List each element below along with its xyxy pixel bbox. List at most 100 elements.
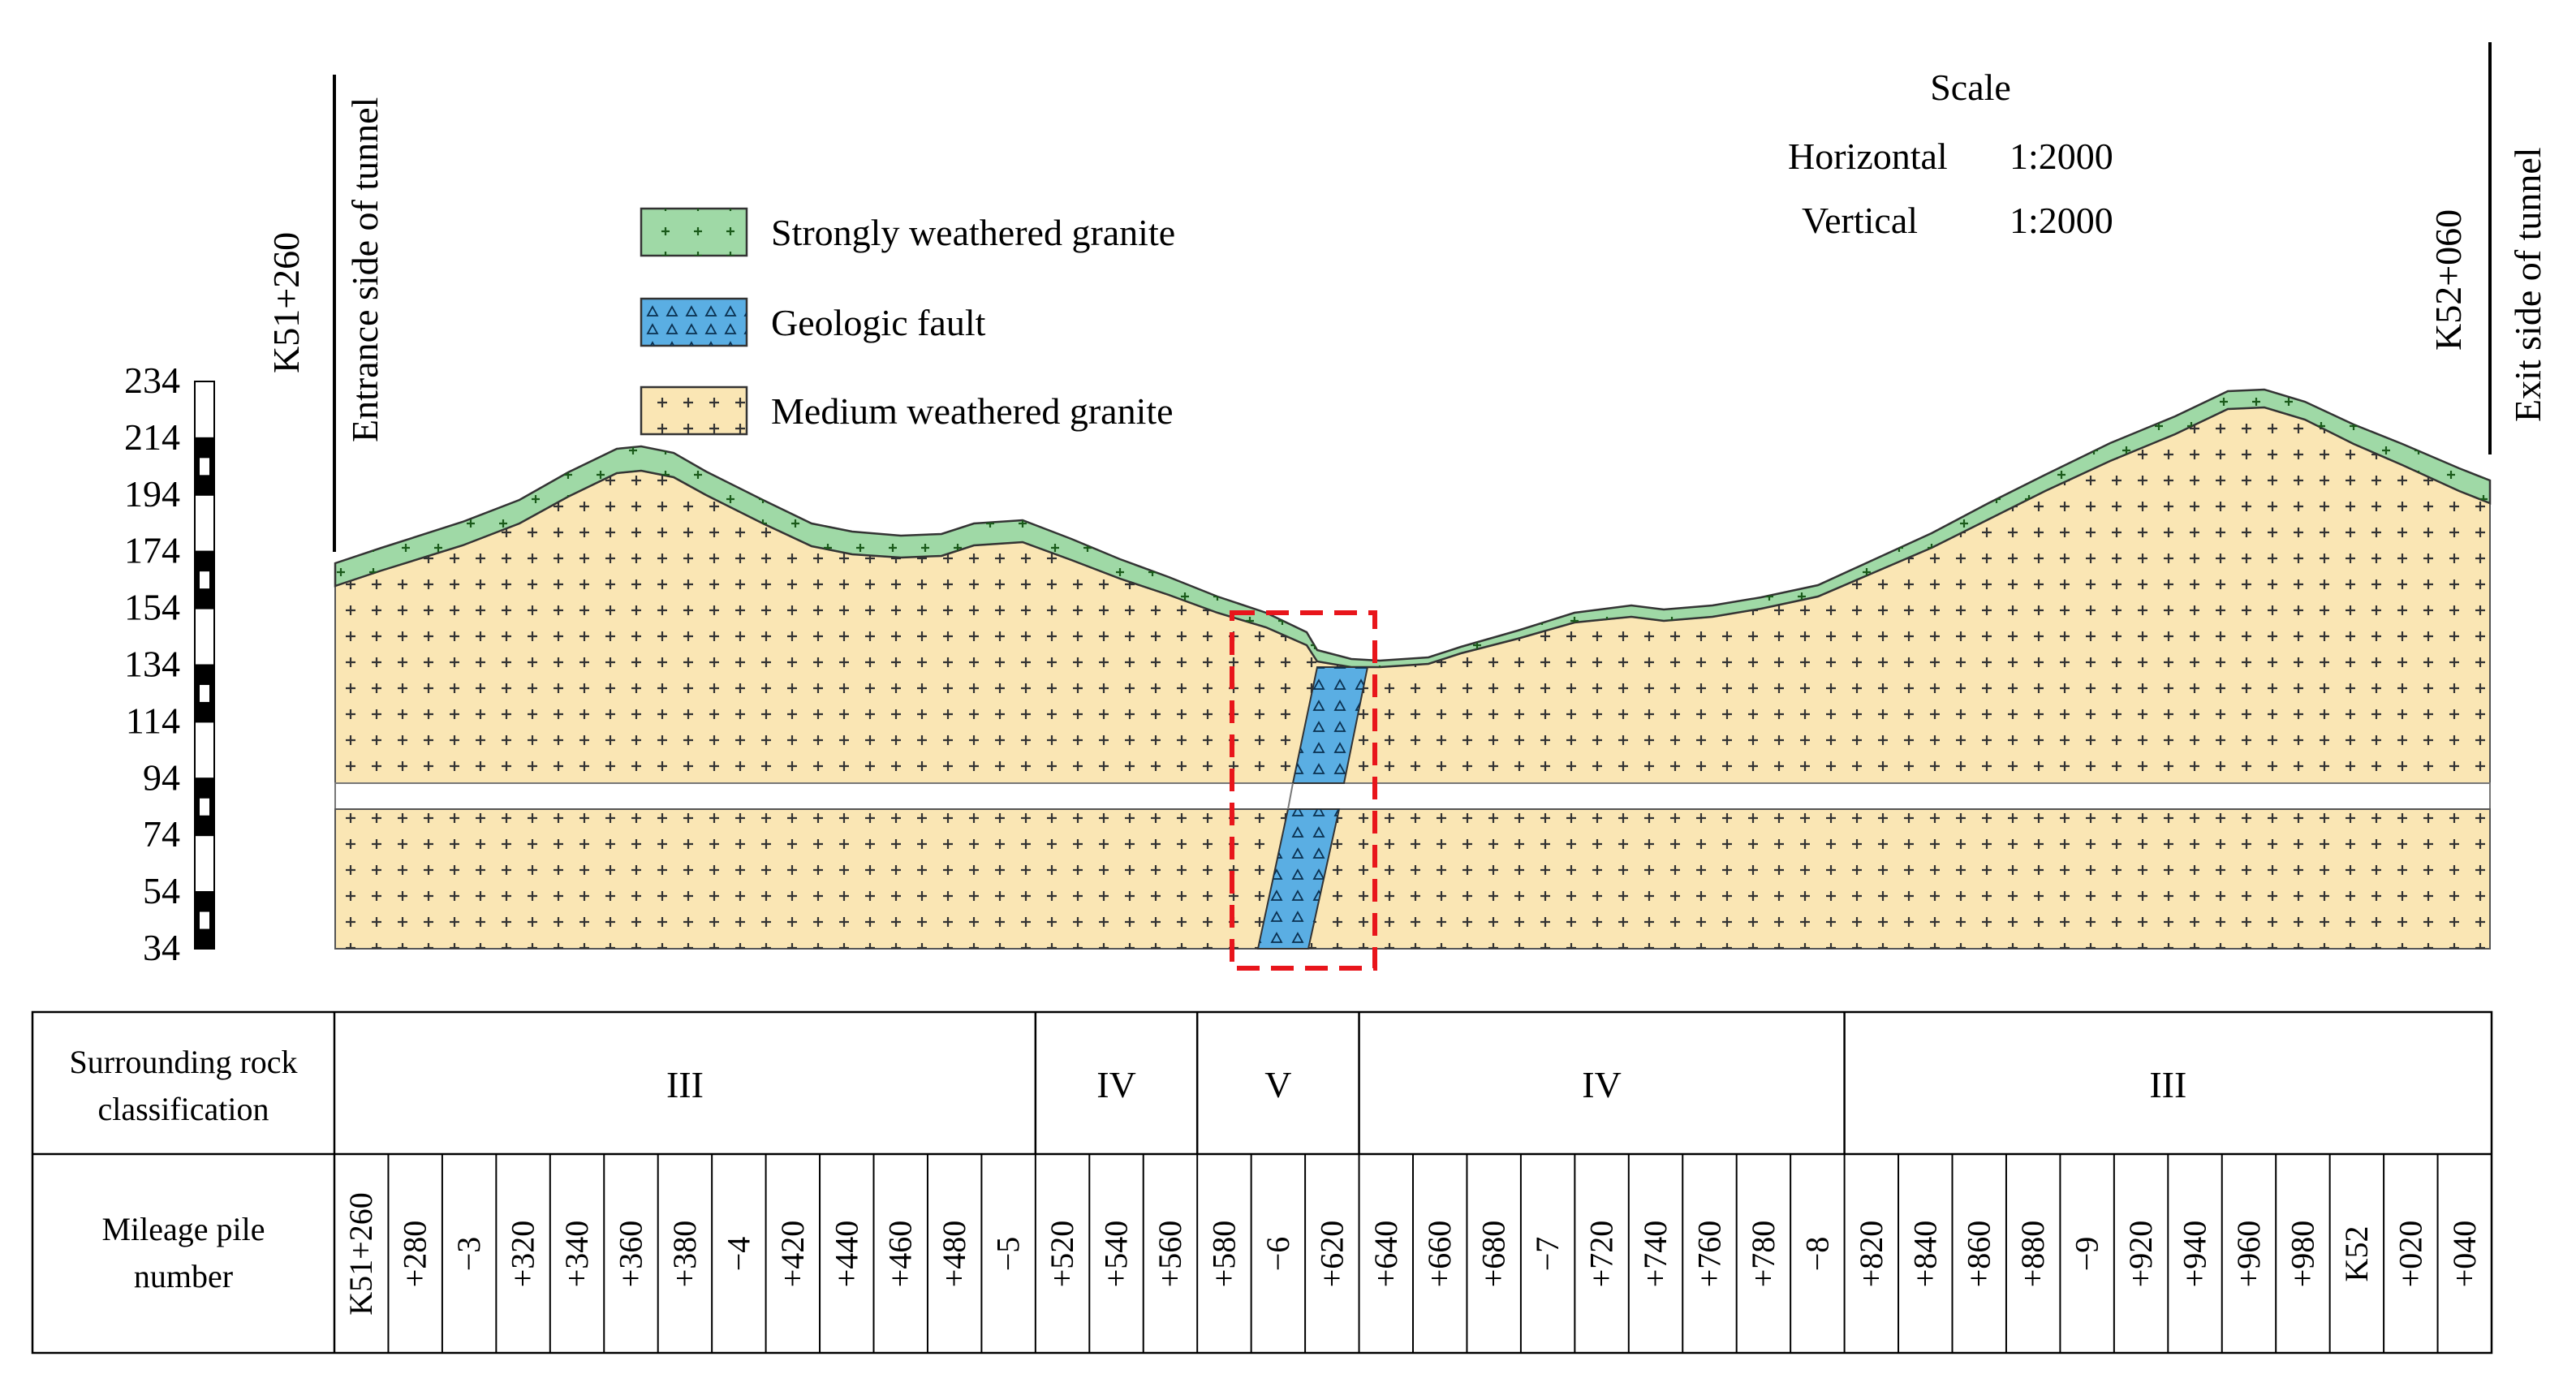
classification-label: IV bbox=[1096, 1064, 1136, 1105]
medium-weathered-granite-lower-pattern bbox=[335, 809, 2490, 949]
mileage-pile-label: +780 bbox=[1745, 1221, 1781, 1288]
mileage-pile-label: +980 bbox=[2284, 1221, 2320, 1288]
exit-marker: K52+060 Exit side of tunnel bbox=[2427, 42, 2548, 454]
mileage-pile-label: +520 bbox=[1044, 1221, 1080, 1288]
mileage-pile-label: +720 bbox=[1583, 1221, 1620, 1288]
mileage-pile-label: −3 bbox=[450, 1237, 487, 1272]
elevation-tick-label: 34 bbox=[143, 927, 180, 968]
classification-label: IV bbox=[1582, 1064, 1622, 1105]
scale-title: Scale bbox=[1930, 67, 2011, 108]
entrance-label: Entrance side of tunnel bbox=[344, 97, 386, 442]
mileage-pile-label: −4 bbox=[720, 1237, 756, 1272]
mileage-pile-label: +640 bbox=[1368, 1221, 1404, 1288]
mileage-pile-label: +740 bbox=[1637, 1221, 1674, 1288]
scale-horizontal-value: 1:2000 bbox=[2010, 136, 2113, 177]
mileage-pile-label: +040 bbox=[2446, 1221, 2483, 1288]
mileage-pile-label: +560 bbox=[1152, 1221, 1188, 1288]
exit-mileage: K52+060 bbox=[2427, 209, 2469, 351]
scale-bar-slot bbox=[200, 911, 209, 929]
mileage-pile-label: −9 bbox=[2069, 1237, 2105, 1272]
mileage-pile-label: K52 bbox=[2338, 1226, 2375, 1282]
elevation-tick-label: 194 bbox=[124, 473, 180, 515]
mileage-pile-label: +920 bbox=[2122, 1221, 2159, 1288]
mileage-pile-label: +540 bbox=[1098, 1221, 1135, 1288]
scale-vertical-label: Vertical bbox=[1802, 200, 1918, 241]
scale-bar-slot bbox=[200, 684, 209, 702]
mileage-pile-label: +880 bbox=[2014, 1221, 2051, 1288]
legend-swatch-medium-weathered-pattern bbox=[641, 387, 747, 434]
mileage-pile-cells: K51+260 +280 −3 +320 +340 +360 +380 −4 +420 +440 +… bbox=[342, 1154, 2483, 1353]
legend-swatch-geologic-fault-pattern bbox=[641, 299, 747, 346]
mileage-pile-label: +840 bbox=[1906, 1221, 1943, 1288]
legend-label-medium-weathered: Medium weathered granite bbox=[771, 390, 1174, 432]
scale-bar-segment bbox=[194, 834, 215, 894]
legend-item-strongly-weathered: Strongly weathered granite bbox=[640, 207, 1175, 257]
scale-bar-slot bbox=[200, 458, 209, 476]
mileage-pile-label: +320 bbox=[505, 1221, 541, 1288]
mileage-pile-label: −8 bbox=[1798, 1237, 1835, 1272]
scale-bar-slot bbox=[200, 798, 209, 816]
mileage-pile-label: +380 bbox=[666, 1221, 703, 1288]
mileage-pile-label: −6 bbox=[1260, 1237, 1296, 1272]
elevation-scale-bar bbox=[194, 381, 215, 950]
mileage-pile-label: +820 bbox=[1853, 1221, 1889, 1288]
scale-info: Scale Horizontal 1:2000 Vertical 1:2000 bbox=[1788, 67, 2113, 241]
scale-vertical-value: 1:2000 bbox=[2010, 200, 2113, 241]
elevation-tick-label: 94 bbox=[143, 756, 180, 798]
classification-cells: III IV V IV III bbox=[666, 1012, 2186, 1154]
elevation-tick-labels: 234 214 194 174 154 134 114 94 74 54 34 bbox=[124, 360, 180, 968]
mileage-pile-label: +020 bbox=[2392, 1221, 2428, 1288]
entrance-marker: K51+260 Entrance side of tunnel bbox=[265, 75, 386, 552]
mileage-pile-label: +360 bbox=[612, 1221, 648, 1288]
geologic-fault-upper-pattern bbox=[1293, 667, 1368, 783]
mileage-pile-label: +580 bbox=[1205, 1221, 1242, 1288]
table-frame bbox=[31, 1010, 2493, 1355]
mileage-pile-label: +660 bbox=[1421, 1221, 1458, 1288]
legend: Strongly weathered granite Geologic faul… bbox=[640, 207, 1175, 436]
mileage-pile-label: +460 bbox=[882, 1221, 919, 1288]
scale-horizontal-label: Horizontal bbox=[1788, 136, 1948, 177]
elevation-tick-label: 234 bbox=[124, 360, 180, 401]
mileage-pile-label: +480 bbox=[936, 1221, 972, 1288]
mileage-pile-label: +680 bbox=[1475, 1221, 1512, 1288]
legend-swatch-strongly-weathered-pattern bbox=[641, 209, 747, 256]
exit-label: Exit side of tunnel bbox=[2507, 147, 2548, 422]
medium-weathered-granite-upper-pattern bbox=[335, 407, 2490, 783]
elevation-tick-label: 134 bbox=[124, 644, 180, 685]
scale-bar-slot bbox=[200, 571, 209, 589]
mileage-pile-label: +340 bbox=[558, 1221, 595, 1288]
classification-label: III bbox=[666, 1064, 704, 1105]
mileage-pile-label: −5 bbox=[990, 1237, 1027, 1272]
elevation-tick-label: 54 bbox=[143, 870, 180, 911]
mileage-pile-label: K51+260 bbox=[342, 1192, 379, 1315]
classification-label: V bbox=[1264, 1064, 1291, 1105]
fault-tunnel-line bbox=[1287, 782, 1294, 810]
mileage-pile-label: −7 bbox=[1529, 1237, 1566, 1272]
scale-bar-segment bbox=[194, 721, 215, 780]
elevation-tick-label: 174 bbox=[124, 530, 180, 571]
scale-bar-segment bbox=[194, 493, 215, 553]
mileage-pile-label: +440 bbox=[828, 1221, 864, 1288]
elevation-tick-label: 214 bbox=[124, 416, 180, 458]
legend-label-geologic-fault: Geologic fault bbox=[771, 302, 986, 343]
mileage-pile-label: +420 bbox=[774, 1221, 811, 1288]
mileage-pile-label: +960 bbox=[2230, 1221, 2267, 1288]
classification-label: III bbox=[2149, 1064, 2186, 1105]
elevation-tick-label: 114 bbox=[126, 700, 180, 741]
fault-highlight-box bbox=[1230, 610, 1377, 971]
elevation-tick-label: 74 bbox=[143, 813, 180, 855]
tunnel-section bbox=[334, 782, 2491, 810]
legend-item-geologic-fault: Geologic fault bbox=[640, 297, 986, 347]
entrance-mileage: K51+260 bbox=[265, 232, 307, 373]
mileage-pile-label: +940 bbox=[2177, 1221, 2213, 1288]
elevation-tick-label: 154 bbox=[124, 587, 180, 628]
scale-bar-segment bbox=[194, 607, 215, 666]
geologic-profile bbox=[334, 388, 2492, 971]
mileage-pile-label: +280 bbox=[397, 1221, 433, 1288]
elevation-scale: 234 214 194 174 154 134 114 94 74 54 34 bbox=[124, 360, 215, 968]
scale-bar-segment bbox=[194, 381, 215, 439]
